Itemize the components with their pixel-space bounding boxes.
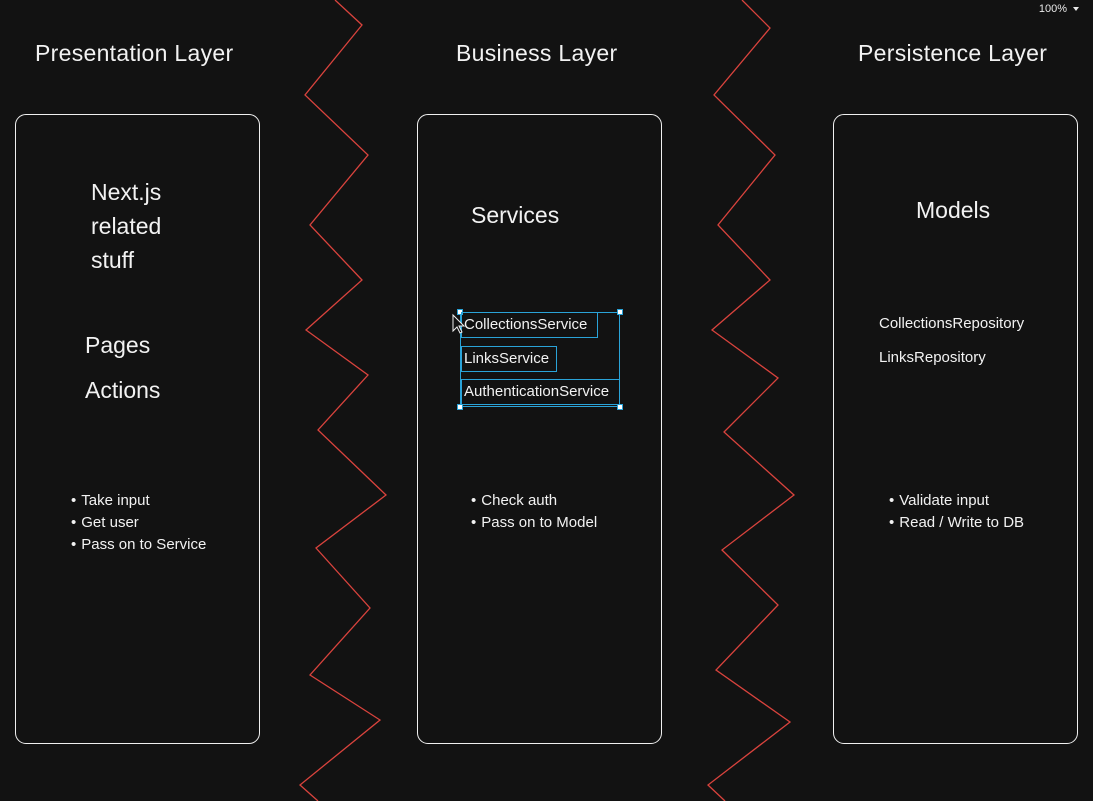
bullet-item: Validate input xyxy=(889,490,1024,512)
persistence-heading[interactable]: Models xyxy=(916,197,991,223)
bullet-item: Read / Write to DB xyxy=(889,512,1024,534)
layer-title-presentation[interactable]: Presentation Layer xyxy=(35,40,234,66)
bullet-item: Pass on to Model xyxy=(471,512,597,534)
layer-title-persistence[interactable]: Persistence Layer xyxy=(858,40,1048,66)
repository-links[interactable]: LinksRepository xyxy=(879,349,986,366)
zigzag-divider-right xyxy=(706,0,796,801)
presentation-heading[interactable]: Next.js related stuff xyxy=(91,175,161,277)
service-collections[interactable]: CollectionsService xyxy=(461,312,598,338)
bullet-item: Get user xyxy=(71,512,206,534)
panel-business[interactable] xyxy=(417,114,662,744)
service-authentication[interactable]: AuthenticationService xyxy=(461,379,620,405)
layer-title-business[interactable]: Business Layer xyxy=(456,40,618,66)
presentation-item-pages[interactable]: Pages xyxy=(85,332,151,358)
resize-handle-top-right[interactable] xyxy=(617,309,623,315)
zigzag-divider-left xyxy=(298,0,388,801)
zoom-level: 100% xyxy=(1038,3,1067,15)
zoom-control[interactable]: 100% xyxy=(1039,3,1079,15)
cursor-icon xyxy=(452,313,466,334)
bullet-item: Pass on to Service xyxy=(71,534,206,556)
panel-persistence[interactable] xyxy=(833,114,1078,744)
presentation-heading-line: Next.js xyxy=(91,179,162,205)
resize-handle-bottom-right[interactable] xyxy=(617,404,623,410)
business-bullets[interactable]: Check auth Pass on to Model xyxy=(471,490,597,534)
presentation-heading-line: related xyxy=(91,213,162,239)
presentation-bullets[interactable]: Take input Get user Pass on to Service xyxy=(71,490,206,556)
service-links[interactable]: LinksService xyxy=(461,346,557,372)
presentation-heading-line: stuff xyxy=(91,247,135,273)
presentation-item-actions[interactable]: Actions xyxy=(85,377,161,403)
resize-handle-bottom-left[interactable] xyxy=(457,404,463,410)
persistence-bullets[interactable]: Validate input Read / Write to DB xyxy=(889,490,1024,534)
business-heading[interactable]: Services xyxy=(471,202,560,228)
panel-presentation[interactable] xyxy=(15,114,260,744)
bullet-item: Check auth xyxy=(471,490,597,512)
repository-collections[interactable]: CollectionsRepository xyxy=(879,315,1025,332)
bullet-item: Take input xyxy=(71,490,206,512)
chevron-down-icon xyxy=(1073,7,1079,11)
